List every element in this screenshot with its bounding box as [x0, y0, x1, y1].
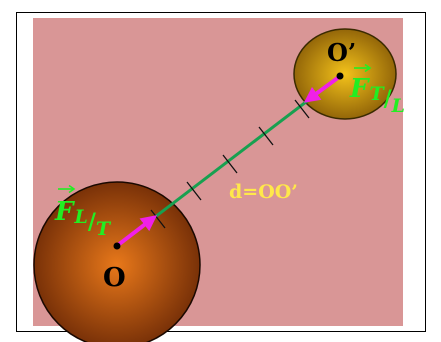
force-subscript-1: L	[73, 206, 87, 228]
force-symbol: F	[54, 197, 75, 227]
distance-ticks	[150, 99, 310, 229]
force-subscript-1: T	[369, 83, 385, 105]
earth-center-label: O	[103, 263, 126, 293]
earth-body	[33, 181, 201, 342]
svg-text:FT/L: FT/L	[349, 74, 405, 117]
moon-center-label: O’	[327, 38, 356, 67]
earth-center-dot	[113, 242, 121, 250]
moon-center-dot	[336, 72, 344, 80]
vector-arrow-icon	[58, 184, 76, 194]
force-subscript-slash: /	[384, 86, 393, 112]
force-symbol: F	[349, 74, 370, 104]
force-subscript-slash: /	[88, 209, 97, 235]
distance-label: d=OO’	[229, 181, 298, 203]
tick-mark	[222, 154, 238, 174]
tick-mark	[294, 99, 310, 119]
tick-mark	[186, 181, 202, 201]
vector-arrow-icon	[354, 63, 372, 73]
force-label-moon-on-earth: FL/T	[54, 184, 112, 240]
force-subscript-2: L	[391, 95, 405, 117]
tick-mark	[258, 126, 274, 146]
force-arrow-moon-on-earth	[116, 215, 158, 247]
tick-mark	[150, 209, 166, 229]
force-arrow-earth-on-moon	[303, 75, 341, 103]
force-label-earth-on-moon: FT/L	[349, 63, 405, 117]
force-subscript-2: T	[96, 218, 112, 240]
svg-text:FL/T: FL/T	[54, 197, 112, 240]
